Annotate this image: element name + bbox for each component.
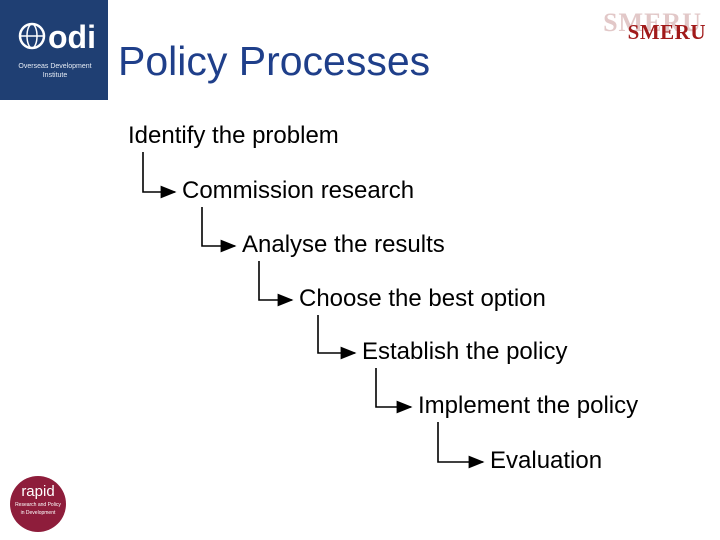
elbow-arrow-icon bbox=[258, 261, 294, 307]
process-step: Choose the best option bbox=[299, 285, 546, 312]
process-step: Commission research bbox=[182, 177, 415, 204]
elbow-arrow-icon bbox=[375, 368, 413, 414]
odi-subtitle: Overseas Development Institute bbox=[10, 62, 100, 80]
rapid-wordmark: rapid bbox=[21, 483, 55, 500]
rapid-subtitle-line-2: in Development bbox=[20, 510, 56, 516]
odi-logo: odi Overseas Development Institute bbox=[0, 0, 108, 100]
smeru-logo-text: SMERU bbox=[627, 20, 706, 44]
odi-wordmark: odi bbox=[48, 19, 96, 55]
smeru-logo-shadow: SMERU bbox=[603, 8, 702, 37]
rapid-subtitle-line-1: Research and Policy bbox=[15, 502, 61, 508]
elbow-arrow-icon bbox=[317, 315, 357, 360]
process-step: Evaluation bbox=[490, 447, 603, 474]
process-step: Implement the policy bbox=[418, 392, 639, 419]
elbow-arrow-icon bbox=[437, 422, 485, 469]
process-step: Identify the problem bbox=[128, 122, 339, 149]
elbow-arrow-icon bbox=[142, 152, 177, 199]
process-step: Establish the policy bbox=[362, 338, 568, 365]
slide-title: Policy Processes bbox=[118, 38, 431, 84]
rapid-logo: rapid Research and Policy in Development bbox=[10, 476, 66, 532]
odi-globe-icon: odi bbox=[18, 19, 96, 55]
smeru-logo: SMERU SMERU bbox=[603, 8, 706, 52]
odi-subtitle-line-2: Institute bbox=[42, 72, 68, 79]
odi-subtitle-line-1: Overseas Development bbox=[18, 63, 92, 70]
process-step: Analyse the results bbox=[242, 231, 445, 258]
elbow-arrow-icon bbox=[201, 207, 237, 253]
